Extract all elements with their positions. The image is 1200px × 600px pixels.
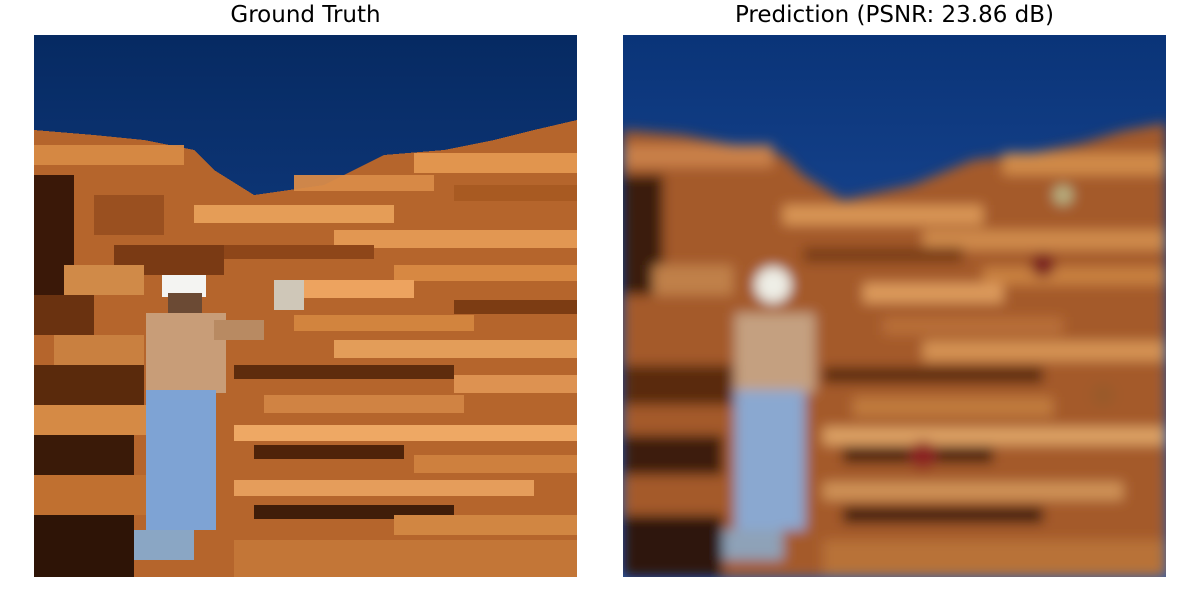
ground-truth-title: Ground Truth (230, 2, 381, 28)
ground-truth-image (34, 35, 577, 577)
prediction-image (623, 35, 1166, 577)
prediction-title: Prediction (PSNR: 23.86 dB) (734, 2, 1055, 28)
